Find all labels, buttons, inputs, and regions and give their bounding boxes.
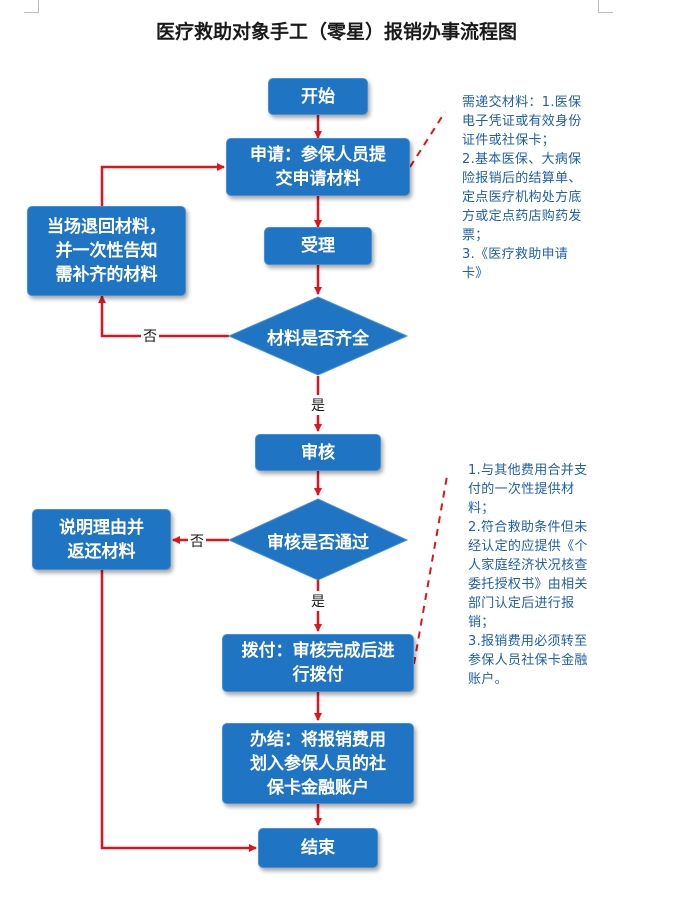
payment-note-line: 委托授权书》由相关 — [468, 577, 588, 592]
start-node-label: 开始 — [301, 86, 335, 107]
finish-node-line-2: 划入参保人员的社 — [250, 753, 386, 774]
payment-note: 1.与其他费用合并支 付的一次性提供材 料； 2.符合救助条件但未 经认定的应提… — [468, 461, 588, 689]
apply-node-line-1: 申请：参保人员提 — [250, 145, 386, 165]
payment-note-line: 销； — [468, 615, 495, 630]
start-node: 开始 — [268, 78, 368, 115]
materials-note-line: 方或定点药店购药发 — [462, 209, 582, 224]
page-corner-mark-right — [598, 0, 613, 13]
review-node: 审核 — [255, 434, 381, 471]
explain-return-node: 说明理由并 返还材料 — [32, 509, 171, 570]
decision-check-materials-shape — [227, 296, 409, 376]
materials-note: 需递交材料：1.医保 电子凭证或有效身份 证件或社保卡； 2.基本医保、大病保 … — [462, 93, 582, 283]
materials-note-line: 需递交材料：1.医保 — [462, 95, 582, 110]
materials-note-line: 3.《医疗救助申请 — [462, 247, 569, 262]
payment-note-line: 1.与其他费用合并支 — [468, 463, 588, 478]
materials-note-line: 证件或社保卡； — [462, 133, 556, 148]
explain-return-line-1: 说明理由并 — [59, 517, 144, 538]
check-materials-label: 材料是否齐全 — [267, 328, 369, 349]
end-node-label: 结束 — [301, 838, 335, 858]
edge-label-materials-yes: 是 — [309, 395, 327, 415]
payment-note-line: 账户。 — [468, 672, 508, 687]
page-title: 医疗救助对象手工（零星）报销办事流程图 — [155, 21, 517, 43]
apply-node-line-2: 交申请材料 — [275, 169, 361, 189]
note-link-materials — [409, 111, 446, 168]
return-materials-line-3: 需补齐的材料 — [55, 265, 158, 285]
edge-label-review-yes: 是 — [309, 591, 327, 611]
finish-node-line-1: 办结：将报销费用 — [250, 729, 386, 750]
payment-node-line-2: 行拨付 — [292, 665, 344, 685]
return-materials-line-1: 当场退回材料， — [47, 217, 166, 237]
materials-note-line: 2.基本医保、大病保 — [462, 152, 582, 167]
payment-note-line: 付的一次性提供材 — [468, 482, 575, 497]
edge-label-materials-no: 否 — [141, 326, 159, 346]
materials-note-line: 电子凭证或有效身份 — [462, 114, 582, 129]
payment-note-line: 料； — [468, 501, 495, 516]
note-link-payment — [413, 475, 448, 665]
return-materials-node: 当场退回材料， 并一次性告知 需补齐的材料 — [27, 206, 186, 296]
apply-node: 申请：参保人员提 交申请材料 — [226, 138, 410, 196]
accept-node-label: 受理 — [301, 236, 335, 256]
edge-label-review-no: 否 — [188, 531, 206, 551]
payment-note-line: 3.报销费用必须转至 — [468, 634, 588, 649]
payment-note-line: 部门认定后进行报 — [468, 596, 575, 611]
decision-review-pass-shape — [227, 498, 409, 581]
arrow-explain-to-end — [100, 568, 257, 852]
payment-node: 拨付：审核完成后进 行拨付 — [222, 634, 414, 692]
materials-note-line: 定点医疗机构处方底 — [462, 190, 582, 205]
page-corner-mark-left — [24, 0, 39, 13]
payment-note-line: 经认定的应提供《个 — [468, 539, 588, 554]
review-pass-label: 审核是否通过 — [267, 532, 369, 553]
arrow-return-to-apply — [100, 163, 225, 206]
finish-node-line-3: 保卡金融账户 — [267, 777, 369, 798]
explain-return-line-2: 返还材料 — [67, 541, 136, 562]
payment-note-line: 2.符合救助条件但未 — [468, 520, 588, 535]
payment-note-line: 人家庭经济状况核查 — [468, 558, 588, 573]
materials-note-line: 票； — [462, 228, 489, 243]
materials-note-line: 卡》 — [462, 266, 489, 281]
review-node-label: 审核 — [301, 442, 335, 463]
end-node: 结束 — [258, 828, 378, 868]
materials-note-line: 险报销后的结算单、 — [462, 171, 582, 186]
payment-node-line-1: 拨付：审核完成后进 — [241, 641, 395, 661]
accept-node: 受理 — [264, 227, 372, 265]
finish-node: 办结：将报销费用 划入参保人员的社 保卡金融账户 — [222, 723, 414, 804]
payment-note-line: 参保人员社保卡金融 — [468, 653, 588, 668]
arrow-check-no-to-return — [98, 295, 229, 338]
return-materials-line-2: 并一次性告知 — [55, 241, 158, 261]
